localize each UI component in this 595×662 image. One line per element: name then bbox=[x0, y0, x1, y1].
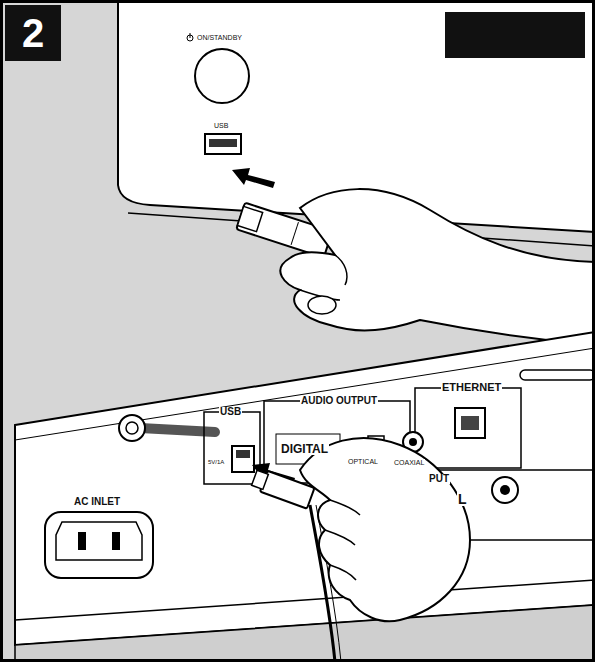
port-label: USB bbox=[219, 407, 242, 417]
port-label: ETHERNET bbox=[441, 382, 502, 393]
port-label: OPTICAL bbox=[347, 458, 379, 465]
port-label: AC INLET bbox=[73, 497, 121, 507]
port-label: DIGITAL bbox=[280, 443, 329, 455]
section-label: PUT bbox=[428, 474, 450, 484]
step-badge: 2 bbox=[5, 5, 61, 61]
channel-label: L bbox=[457, 492, 468, 506]
rating-label: 5V/1A bbox=[207, 459, 225, 465]
section-label: AUDIO OUTPUT bbox=[300, 396, 378, 406]
port-label: COAXIAL bbox=[393, 459, 425, 466]
step-number: 2 bbox=[22, 13, 44, 53]
port-label: USB bbox=[213, 122, 229, 129]
panel-label: ON/STANDBY bbox=[196, 34, 243, 41]
